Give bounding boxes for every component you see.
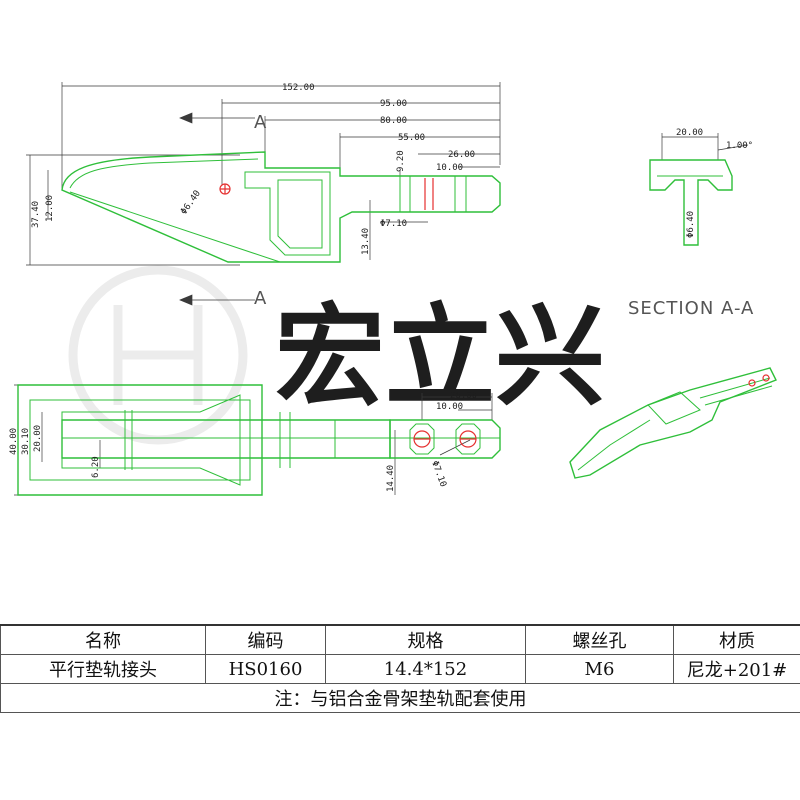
header-material: 材质 — [673, 624, 800, 655]
side-dia-7-10: Φ7.10 — [429, 460, 448, 489]
spec-table: 名称 编码 规格 螺丝孔 材质 平行垫轨接头 HS0160 14.4*152 M… — [0, 624, 800, 713]
header-name: 名称 — [0, 624, 206, 655]
value-screw-hole: M6 — [525, 654, 674, 684]
section-mark-a-bottom: A — [254, 288, 267, 309]
side-dim-26: 26.00 — [450, 391, 477, 401]
section-dia-6-40: Φ6.40 — [686, 211, 696, 238]
side-view-outline — [17, 384, 501, 496]
dim-55: 55.00 — [398, 133, 425, 143]
table-row: 平行垫轨接头 HS0160 14.4*152 M6 尼龙+201# — [0, 654, 800, 684]
table-note: 注：与铝合金骨架垫轨配套使用 — [0, 683, 800, 713]
header-spec: 规格 — [325, 624, 526, 655]
value-material: 尼龙+201# — [673, 654, 800, 684]
table-header-row: 名称 编码 规格 螺丝孔 材质 — [0, 624, 800, 655]
side-dim-40: 40.00 — [9, 428, 19, 455]
side-view: 40.00 30.10 20.00 6.20 26.00 10.00 14.40… — [9, 384, 501, 496]
section-view: 20.00 1.00° Φ6.40 SECTION A-A — [628, 128, 754, 319]
dim-9-20: 9.20 — [396, 150, 406, 172]
section-title: SECTION A-A — [628, 298, 754, 319]
top-view-outline — [61, 151, 501, 263]
value-code: HS0160 — [205, 654, 326, 684]
side-dim-20: 20.00 — [33, 425, 43, 452]
watermark-text: 宏立兴 — [275, 293, 605, 421]
dim-37-40: 37.40 — [31, 201, 41, 228]
value-name: 平行垫轨接头 — [0, 654, 206, 684]
dim-26: 26.00 — [448, 150, 475, 160]
side-dim-30-10: 30.10 — [21, 428, 31, 455]
side-dim-10: 10.00 — [436, 402, 463, 412]
side-dim-14-40: 14.40 — [386, 465, 396, 492]
dim-80: 80.00 — [380, 116, 407, 126]
value-spec: 14.4*152 — [325, 654, 526, 684]
section-dim-20: 20.00 — [676, 128, 703, 138]
side-dim-6-20: 6.20 — [91, 456, 101, 478]
top-view: 152.00 95.00 80.00 55.00 26.00 10.00 9.2… — [26, 82, 501, 309]
dim-10: 10.00 — [436, 163, 463, 173]
technical-drawing: 宏立兴 — [9, 82, 777, 496]
header-code: 编码 — [205, 624, 326, 655]
dia-6-40-top: Φ6.40 — [179, 189, 203, 217]
dia-7-10-top: Φ7.10 — [380, 219, 407, 229]
section-dim-angle: 1.00° — [726, 141, 753, 151]
header-screw-hole: 螺丝孔 — [525, 624, 674, 655]
section-mark-a-top: A — [254, 112, 267, 133]
isometric-view — [569, 367, 777, 479]
dim-95: 95.00 — [380, 99, 407, 109]
dim-12: 12.00 — [45, 195, 55, 222]
watermark-logo: 宏立兴 — [68, 265, 605, 445]
table-note-row: 注：与铝合金骨架垫轨配套使用 — [0, 683, 800, 713]
dim-152: 152.00 — [282, 83, 315, 93]
dim-13-40: 13.40 — [361, 228, 371, 255]
